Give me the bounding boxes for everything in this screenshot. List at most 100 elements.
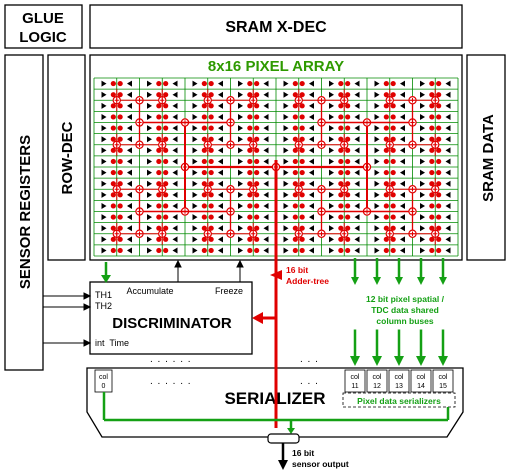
pixel-cell: [208, 191, 223, 209]
pixel-cell: [208, 80, 223, 98]
column-bus: [394, 258, 404, 366]
pixel-cell: [283, 102, 298, 120]
col-11-label-line2: 11: [351, 383, 358, 390]
pixel-cell: [390, 214, 405, 232]
pixel-cell: [163, 125, 178, 143]
col-11-label-line1: col: [351, 374, 360, 381]
pixel-cell: [329, 191, 344, 209]
pixel-cell: [374, 80, 389, 98]
pixel-cell: [238, 80, 253, 98]
pixel-cell: [208, 125, 223, 143]
pixel-cell: [117, 214, 132, 232]
column-buses-annotation: 12 bit pixel spatial / TDC data shared c…: [349, 290, 461, 330]
pixel-cell: [101, 80, 116, 98]
pixel-cell: [329, 169, 344, 187]
pixel-cell: [238, 169, 253, 187]
pixel-cell: [299, 214, 314, 232]
pixel-cell: [147, 169, 162, 187]
pixel-cell: [374, 236, 389, 254]
pixel-cell: [436, 102, 451, 120]
pixel-cell: [420, 80, 435, 98]
pixel-cell: [420, 236, 435, 254]
pixel-cell: [192, 147, 207, 165]
serializer-col-14: col 14: [410, 369, 432, 393]
pixel-cell: [208, 236, 223, 254]
pixel-cell: [299, 191, 314, 209]
pixel-cell: [390, 125, 405, 143]
col-13-label-line1: col: [395, 374, 404, 381]
pixel-cell: [254, 191, 269, 209]
pixel-cell: [238, 236, 253, 254]
sensor-registers-label: SENSOR REGISTERS: [17, 135, 34, 289]
pixel-cell: [329, 147, 344, 165]
pixel-cell: [283, 191, 298, 209]
column-buses: [350, 258, 448, 366]
col-12-label-line1: col: [373, 374, 382, 381]
pixel-cell: [345, 214, 360, 232]
col-14-label-line1: col: [417, 374, 426, 381]
adder-tree-annotation: 16 bit Adder-tree: [270, 265, 329, 286]
pixel-cell: [254, 125, 269, 143]
pixel-cell: [374, 214, 389, 232]
pixel-cell: [163, 169, 178, 187]
col-13-label-line2: 13: [395, 383, 403, 390]
discriminator-block: DISCRIMINATOR TH1 TH2 int Time Accumulat…: [89, 281, 253, 355]
pixel-cell: [238, 147, 253, 165]
sram-data-label: SRAM DATA: [480, 114, 497, 202]
pixel-cell: [299, 147, 314, 165]
pixel-cell: [345, 191, 360, 209]
pixel-cell: [420, 125, 435, 143]
pixel-cell: [117, 191, 132, 209]
pixel-cell: [117, 169, 132, 187]
pixel-cell: [147, 236, 162, 254]
pixel-cell: [163, 191, 178, 209]
pixel-cell: [163, 102, 178, 120]
row-dec-label: ROW-DEC: [59, 121, 76, 194]
pixel-cell: [299, 80, 314, 98]
pixel-cell: [436, 191, 451, 209]
pixel-cell: [390, 236, 405, 254]
pixel-cell: [254, 169, 269, 187]
pixel-cell: [345, 169, 360, 187]
pixel-cell: [208, 214, 223, 232]
pixel-cell: [299, 125, 314, 143]
pixel-cell: [329, 214, 344, 232]
rowdec-to-discriminator-arrow: [101, 262, 111, 283]
pixel-cell: [163, 236, 178, 254]
ellipsis-lower-left: . . . . . .: [150, 376, 192, 387]
pixel-cell: [101, 125, 116, 143]
col-0-label-line1: col: [99, 374, 108, 381]
pixel-cell: [101, 214, 116, 232]
adder-tree: [112, 89, 440, 245]
serializer-col-15: col 15: [432, 369, 454, 393]
discriminator-to-array-arrows: [174, 259, 244, 282]
pixel-cell: [420, 102, 435, 120]
pixel-cell: [254, 236, 269, 254]
pixel-cell: [390, 169, 405, 187]
pixel-cell: [345, 125, 360, 143]
col-14-label-line2: 14: [417, 383, 425, 390]
pixel-cell: [420, 147, 435, 165]
pixel-cell: [329, 102, 344, 120]
pixel-cell: [329, 80, 344, 98]
pixel-cell: [254, 147, 269, 165]
pixel-cell: [420, 191, 435, 209]
pixel-cell: [345, 80, 360, 98]
pixel-cell: [192, 169, 207, 187]
pixel-cell: [374, 191, 389, 209]
pixel-cell: [147, 214, 162, 232]
serializer-col-0: col 0: [94, 369, 113, 393]
pixel-cell: [345, 102, 360, 120]
pixel-cell: [163, 214, 178, 232]
column-bus: [416, 258, 426, 366]
column-buses-label-line1: 12 bit pixel spatial /: [366, 294, 445, 304]
discriminator-label: DISCRIMINATOR: [112, 315, 232, 332]
pixel-cell: [238, 214, 253, 232]
column-bus: [372, 258, 382, 366]
ellipsis-upper-right: . . .: [300, 354, 319, 365]
pixel-cell: [283, 147, 298, 165]
pixel-cell: [192, 80, 207, 98]
pixel-cell: [117, 236, 132, 254]
pixel-cell: [374, 125, 389, 143]
